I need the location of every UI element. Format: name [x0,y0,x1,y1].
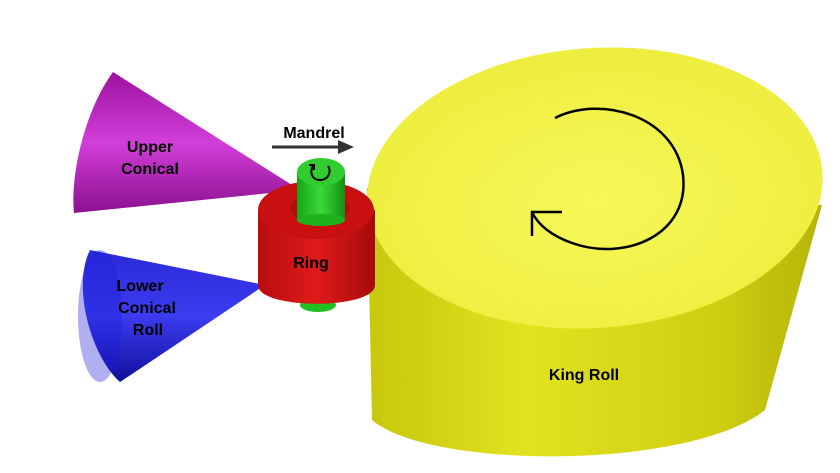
upper-conical-label-line2: Conical [121,161,179,178]
mandrel-rotation-icon [309,164,331,182]
mandrel-label: Mandrel [283,125,344,142]
mandrel [297,158,345,226]
king-roll [367,47,823,457]
king-roll-rotation-arrow-icon [530,107,685,251]
mandrel-direction-arrow-icon [272,140,354,154]
lower-conical-label-line2: Conical [118,300,176,317]
upper-conical-label-line1: Upper [127,139,173,156]
king-roll-label: King Roll [549,367,619,384]
king-roll-top-face [367,47,823,329]
upper-conical-roll [73,72,301,213]
lower-conical-label-line1: Lower [116,278,163,295]
ring-label: Ring [293,255,329,272]
lower-conical-roll [78,250,266,382]
lower-conical-label-line3: Roll [133,322,163,339]
